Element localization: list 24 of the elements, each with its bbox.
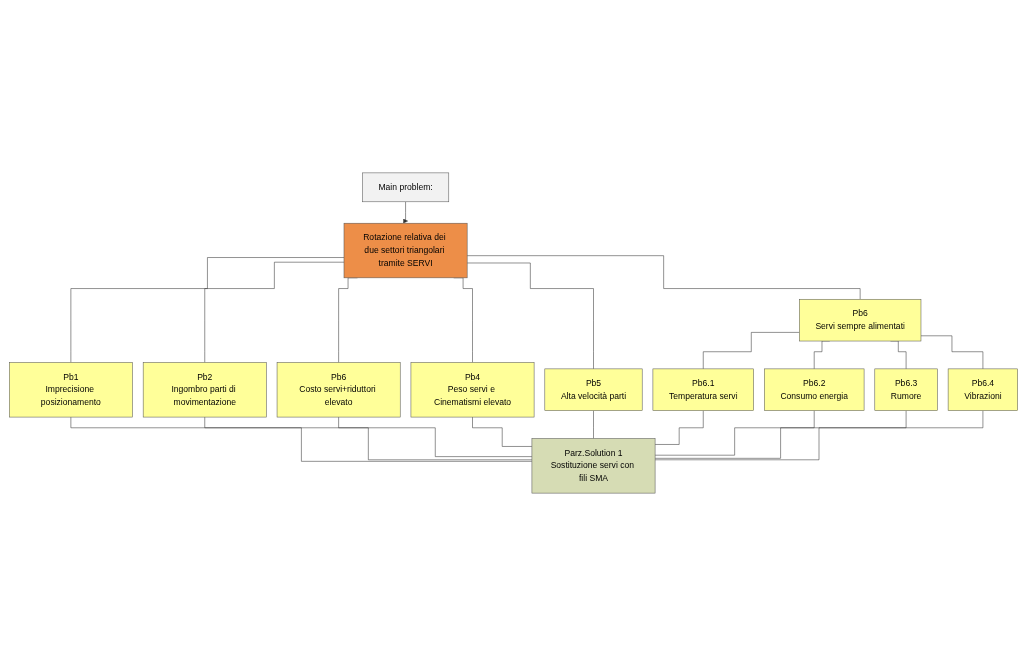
node-box: Pb6 Costo servi+riduttori elevato: [276, 362, 401, 418]
node-box: Pb6.4 Vibrazioni: [947, 368, 1018, 411]
node-box: Pb2 Ingombro parti di movimentazione: [142, 362, 267, 418]
node-box: Pb6.3 Rumore: [874, 368, 938, 411]
connector: [654, 410, 815, 456]
node-box: Pb5 Alta velocità parti: [544, 368, 643, 411]
connector: [70, 257, 345, 363]
connector: [466, 262, 594, 370]
connector: [204, 261, 345, 363]
node-box: Pb6 Servi sempre alimentati: [799, 299, 922, 342]
node-box: Pb6.1 Temperatura servi: [652, 368, 754, 411]
node-box: Parz.Solution 1 Sostituzione servi con fili SMA: [531, 438, 656, 494]
connector: [654, 410, 907, 459]
connector: [338, 416, 533, 457]
node-box: Main problem:: [362, 172, 450, 203]
connector: [654, 410, 704, 445]
connector: [70, 416, 533, 462]
node-box: Rotazione relativa dei due settori triangolari tramite SERVI: [343, 222, 468, 279]
connector: [204, 416, 533, 461]
node-box: Pb4 Peso servi e Cinematismi elevato: [410, 362, 535, 418]
node-box: Pb6.2 Consumo energia: [764, 368, 865, 411]
connector: [472, 416, 533, 447]
connector: [654, 410, 984, 461]
node-box: Pb1 Imprecisione posizionamento: [9, 362, 133, 418]
